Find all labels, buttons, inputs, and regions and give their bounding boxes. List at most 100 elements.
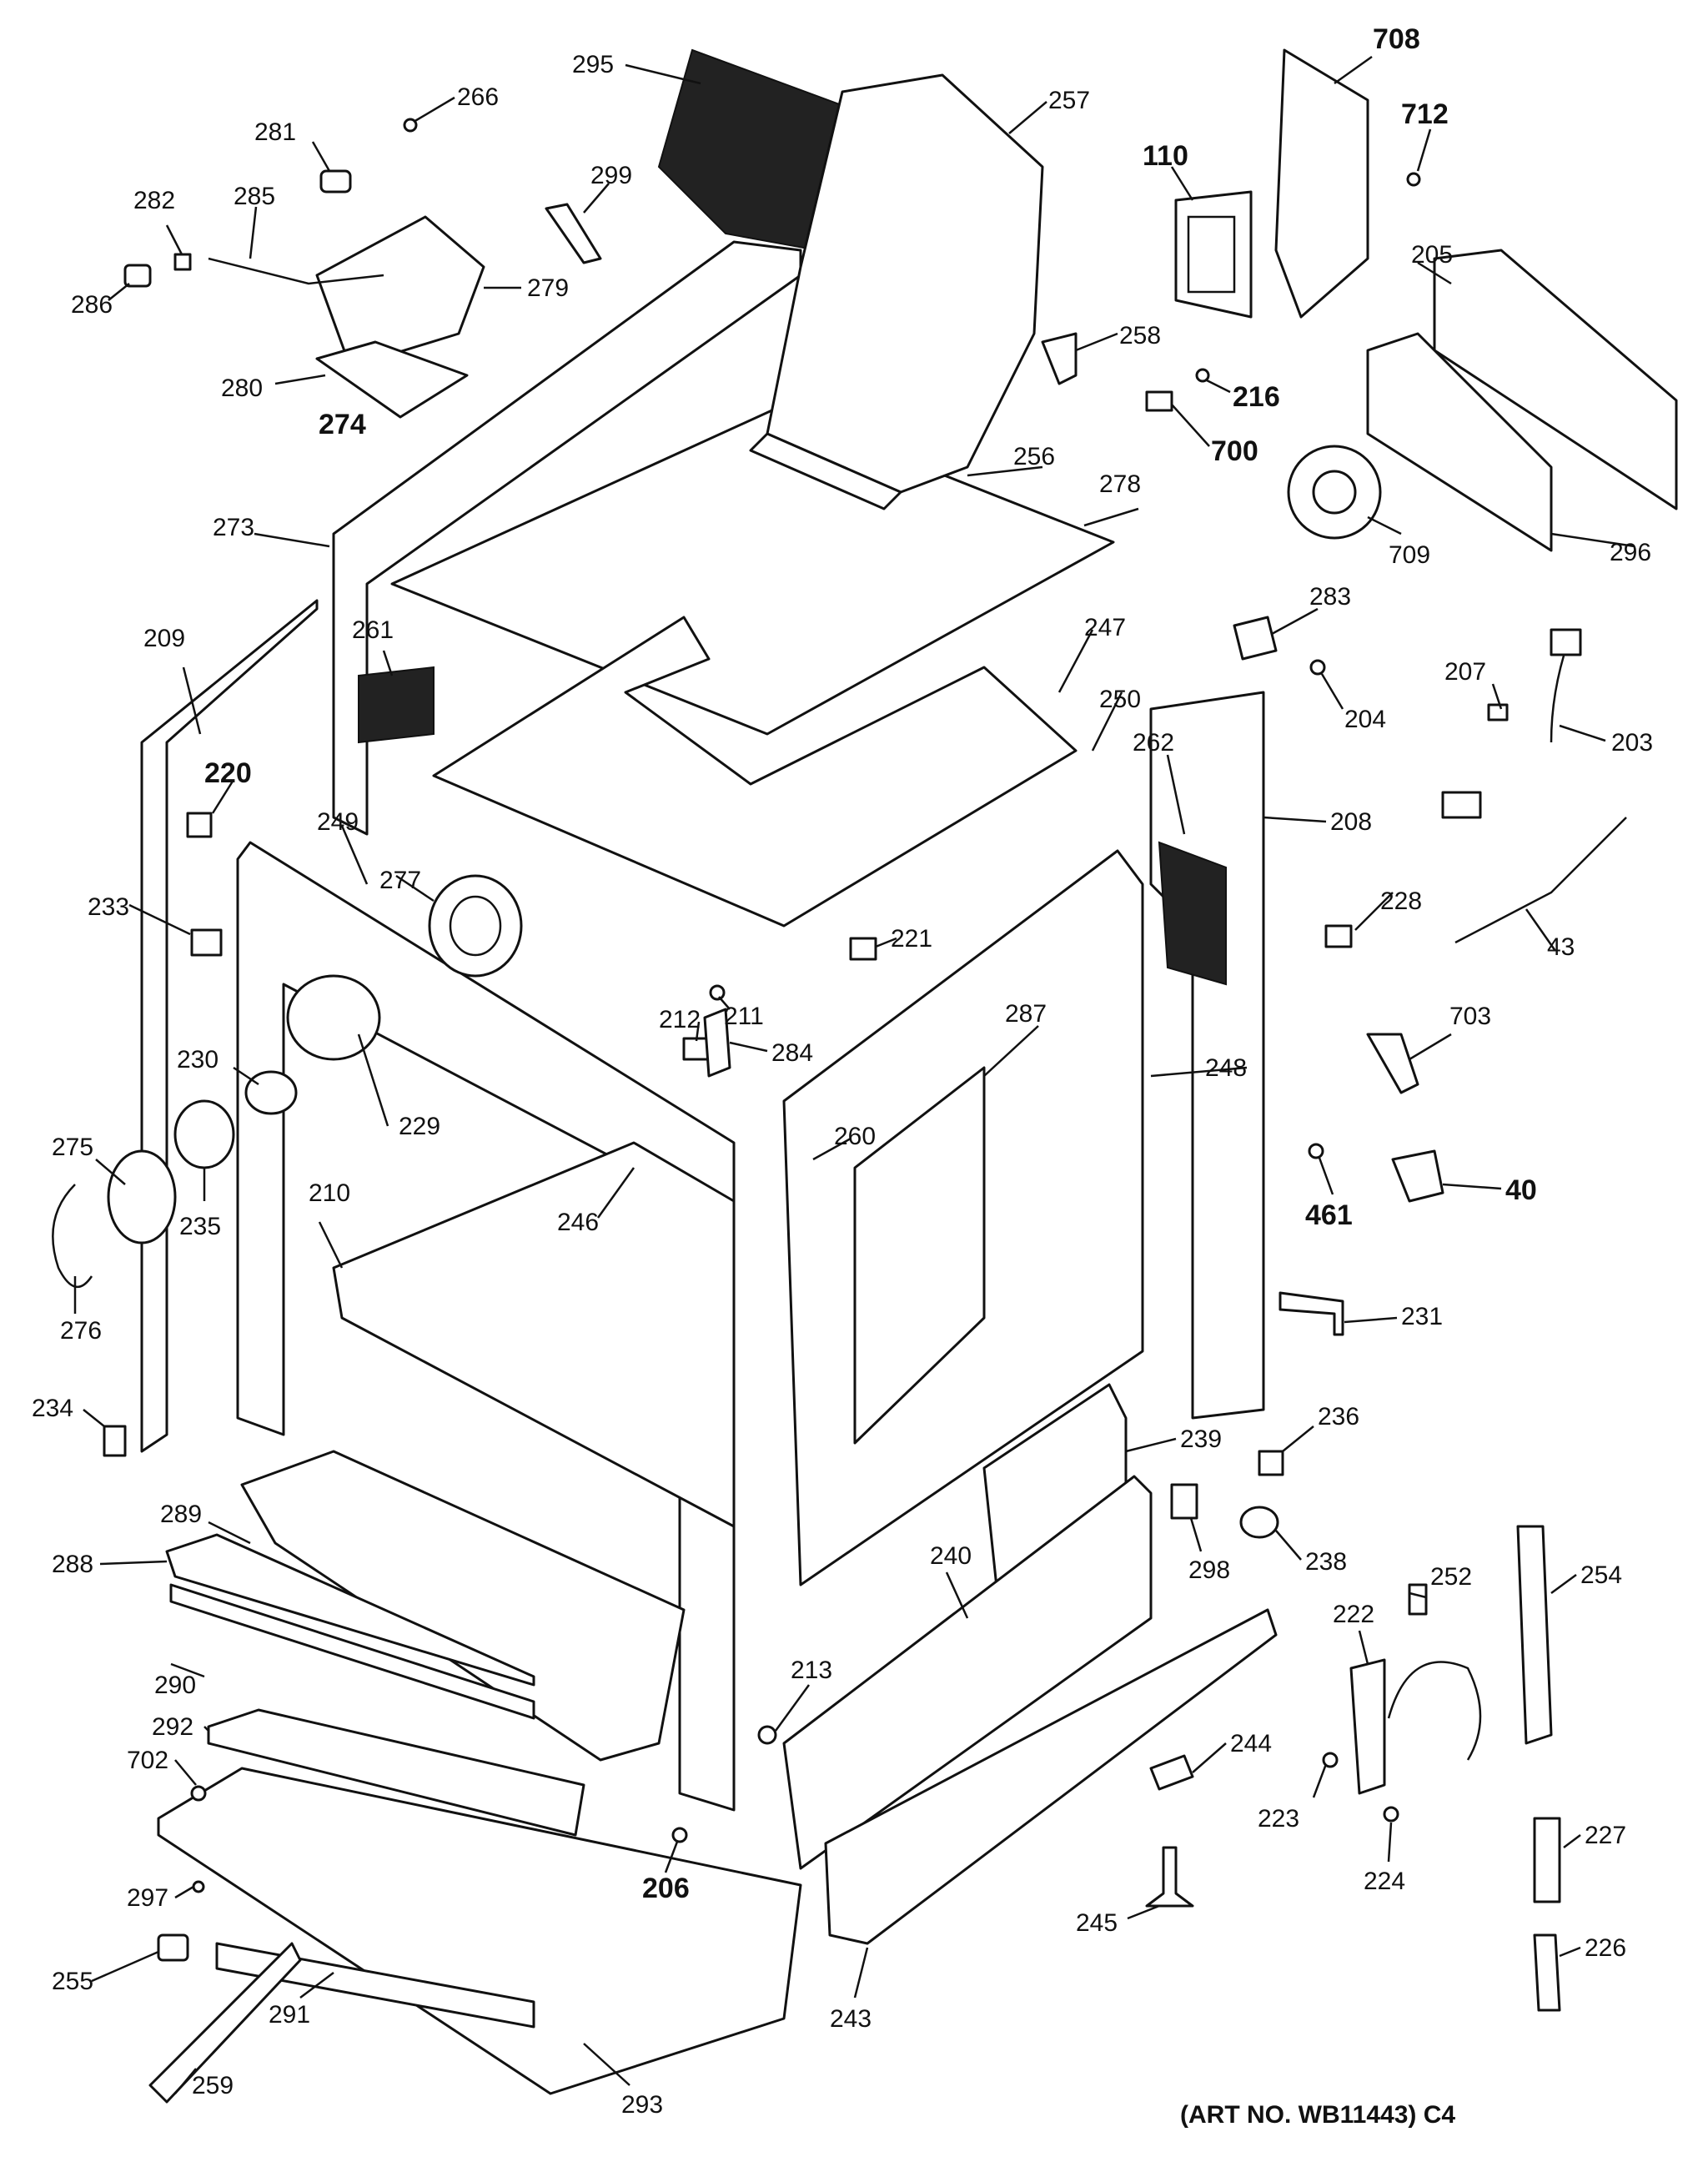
bracket-279: [315, 215, 485, 369]
label-243: 243: [830, 2005, 872, 2033]
flange-229: [286, 974, 381, 1061]
lens-275: [107, 1149, 177, 1244]
label-280: 280: [221, 375, 263, 402]
bracket-244: [1149, 1754, 1194, 1791]
label-299: 299: [590, 162, 632, 189]
bracket-258: [1041, 332, 1078, 385]
housing-708: [1274, 48, 1369, 319]
label-110: 110: [1143, 140, 1188, 172]
label-205: 205: [1411, 241, 1453, 269]
label-211: 211: [724, 1003, 764, 1030]
nut-224: [1383, 1806, 1399, 1823]
screw-206: [671, 1827, 688, 1843]
label-207: 207: [1444, 658, 1486, 686]
label-461: 461: [1305, 1199, 1353, 1231]
socket-230: [244, 1070, 298, 1115]
label-210: 210: [309, 1179, 350, 1207]
label-276: 276: [60, 1317, 102, 1345]
part-286: [123, 264, 152, 288]
part-298: [1170, 1483, 1198, 1520]
part-281: [319, 169, 352, 194]
panel-209: [140, 599, 319, 1453]
label-277: 277: [379, 867, 421, 894]
insulation-261: [358, 666, 435, 744]
label-213: 213: [791, 1657, 832, 1684]
label-247: 247: [1084, 614, 1126, 641]
label-224: 224: [1364, 1868, 1405, 1895]
part-220: [186, 812, 213, 838]
label-274: 274: [319, 409, 366, 440]
bracket-299: [545, 203, 602, 264]
spring-227: [1533, 1817, 1561, 1903]
label-229: 229: [399, 1113, 440, 1140]
label-258: 258: [1119, 322, 1161, 349]
label-257: 257: [1048, 87, 1090, 114]
clamp-283: [1233, 616, 1278, 661]
label-233: 233: [88, 893, 129, 921]
label-282: 282: [133, 187, 175, 214]
label-700: 700: [1211, 435, 1258, 467]
label-261: 261: [352, 616, 394, 644]
label-43: 43: [1547, 933, 1575, 961]
label-226: 226: [1585, 1934, 1626, 1962]
screw-297: [192, 1880, 205, 1893]
cover-205: [1433, 249, 1678, 510]
label-292: 292: [152, 1713, 193, 1741]
plug-203: [1550, 628, 1582, 656]
link-226: [1533, 1933, 1561, 2012]
insulation-262: [1158, 841, 1227, 986]
label-290: 290: [154, 1672, 196, 1699]
art-number: (ART NO. WB11443) C4: [1180, 2101, 1455, 2129]
label-708: 708: [1373, 23, 1420, 55]
label-287: 287: [1005, 1000, 1047, 1028]
insulation-295: [657, 48, 852, 252]
rail-288: [165, 1533, 535, 1687]
panel-273: [332, 240, 802, 836]
screw-712: [1406, 172, 1421, 187]
plate-296: [1366, 332, 1553, 552]
probe-43: [1454, 817, 1627, 944]
label-295: 295: [572, 51, 614, 78]
label-254: 254: [1580, 1561, 1622, 1589]
label-235: 235: [179, 1213, 221, 1240]
module-110: [1174, 190, 1253, 319]
screw-223: [1322, 1752, 1339, 1768]
label-703: 703: [1449, 1003, 1491, 1030]
label-273: 273: [213, 514, 254, 541]
screw-266: [403, 118, 418, 133]
gasket-256: [749, 432, 902, 510]
part-234: [103, 1425, 127, 1457]
insulation-287: [853, 1066, 986, 1445]
part-255: [157, 1933, 189, 1962]
drawer-floor-289: [240, 1450, 686, 1762]
label-234: 234: [32, 1395, 73, 1422]
label-212: 212: [659, 1006, 701, 1033]
opening-277: [428, 874, 523, 978]
label-206: 206: [642, 1873, 690, 1904]
label-285: 285: [234, 183, 275, 210]
opening-277-inner: [449, 895, 502, 957]
rod-285: [208, 257, 384, 285]
label-249: 249: [317, 808, 359, 836]
label-262: 262: [1133, 729, 1174, 757]
label-245: 245: [1076, 1909, 1118, 1937]
bracket-703: [1366, 1033, 1419, 1094]
leveler-245: [1145, 1846, 1194, 1908]
label-266: 266: [457, 83, 499, 111]
label-204: 204: [1344, 706, 1386, 733]
label-289: 289: [160, 1501, 202, 1528]
label-275: 275: [52, 1134, 93, 1161]
panel-247: [432, 616, 1078, 928]
base-293: [157, 1767, 802, 2095]
label-293: 293: [621, 2091, 663, 2119]
bracket-231: [1278, 1291, 1344, 1336]
label-239: 239: [1180, 1425, 1222, 1453]
clip-276: [52, 1184, 93, 1289]
oven-floor: [332, 1141, 736, 1528]
label-244: 244: [1230, 1730, 1272, 1757]
kick-plate-243: [824, 1608, 1278, 1945]
label-278: 278: [1099, 470, 1141, 498]
label-256: 256: [1013, 443, 1055, 470]
plate-280: [315, 340, 469, 419]
